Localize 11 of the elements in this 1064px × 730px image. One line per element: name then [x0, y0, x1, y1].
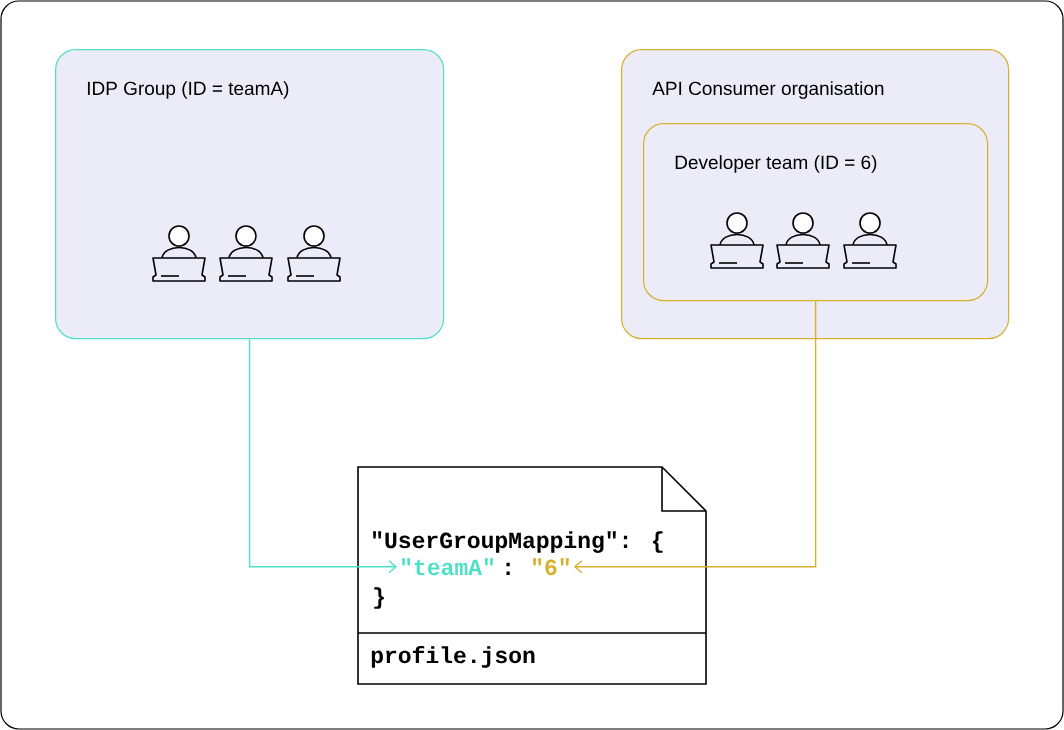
group-box: IDP Group (ID = teamA) [55, 49, 445, 340]
code-value: "6" [533, 558, 569, 576]
file-name: profile.json [371, 646, 535, 668]
code-line: "UserGroupMapping": { [373, 531, 663, 553]
file-document [357, 466, 707, 685]
arrow [248, 338, 397, 574]
arrow [573, 300, 817, 574]
code-colon: : [506, 562, 510, 575]
code-value: "teamA" [402, 558, 494, 576]
group-box: Developer team (ID = 6) [643, 123, 989, 302]
code-line: } [374, 587, 384, 609]
